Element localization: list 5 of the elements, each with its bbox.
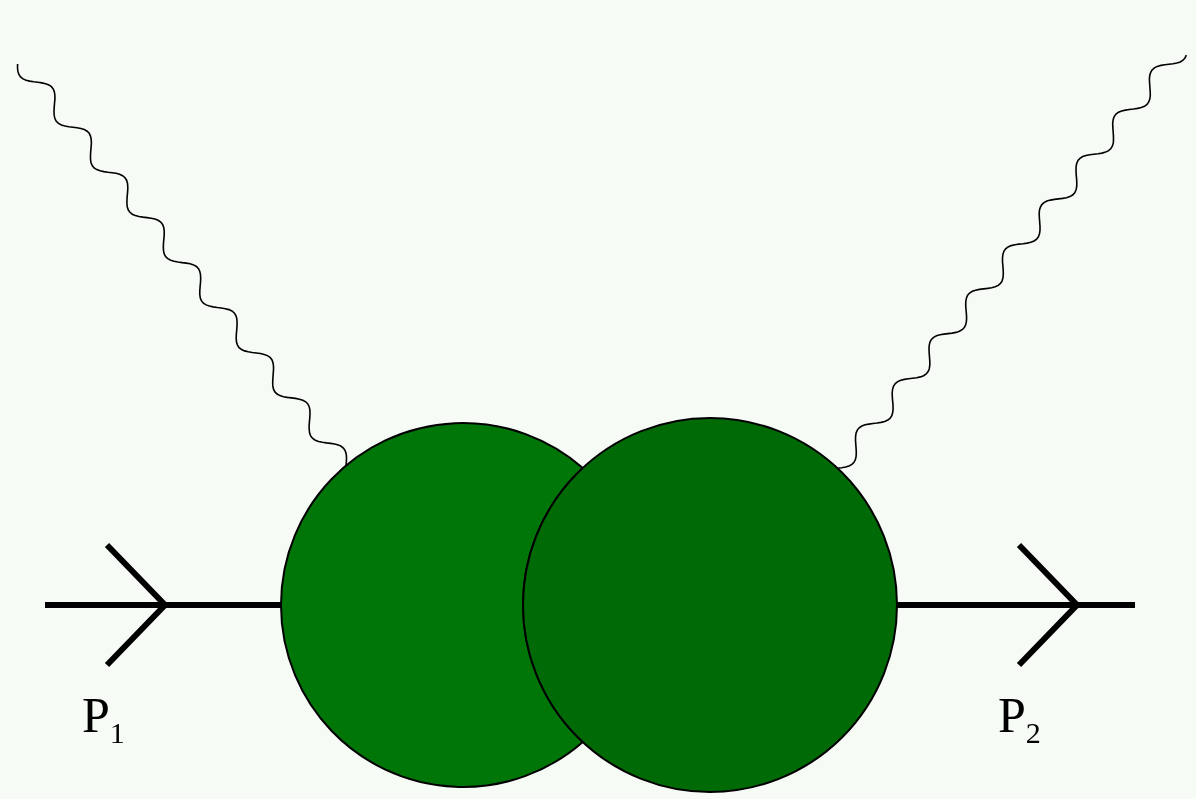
arrow-line <box>45 542 281 668</box>
wavy-line <box>836 54 1188 469</box>
blob-circle <box>522 417 898 793</box>
wavy-line <box>16 63 348 467</box>
arrow-line <box>897 542 1135 668</box>
